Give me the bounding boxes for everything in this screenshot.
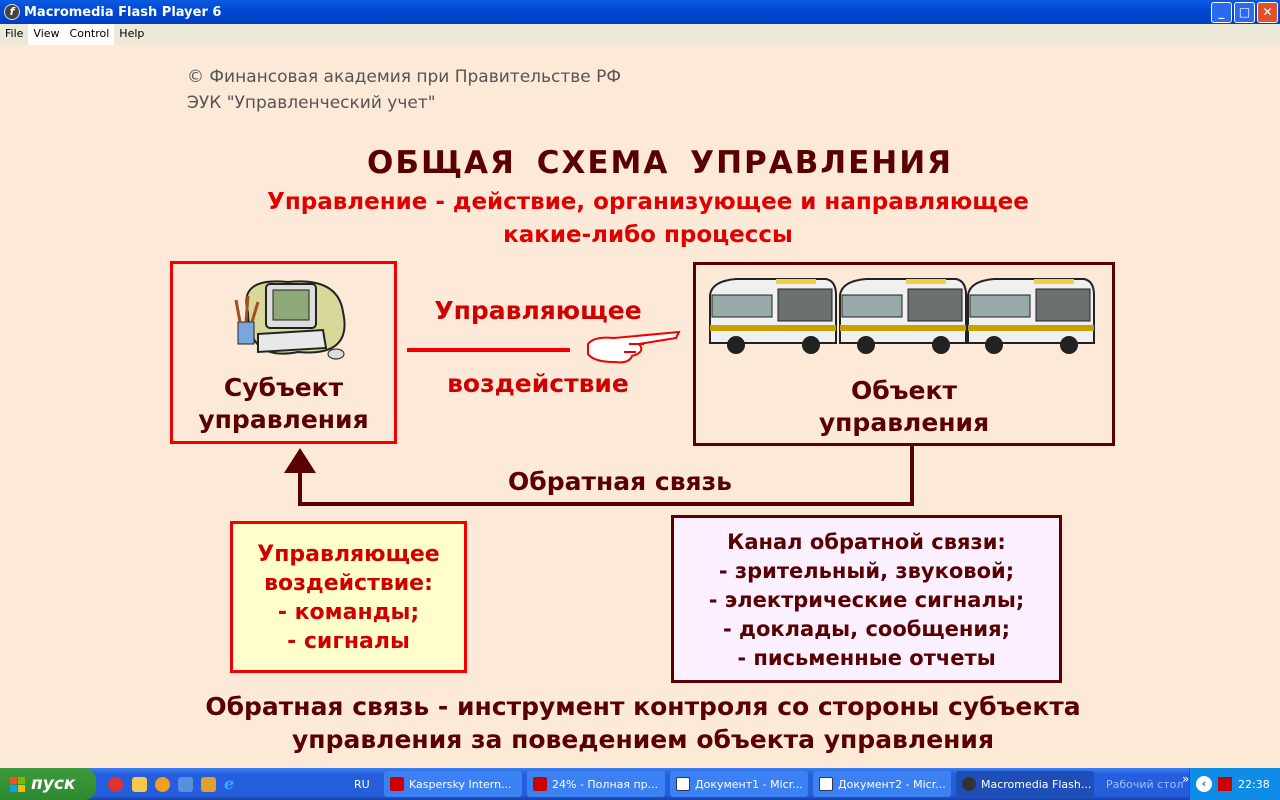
course-name: ЭУК "Управленческий учет" — [187, 93, 436, 113]
start-label: пуск — [31, 774, 76, 794]
flash-icon — [962, 777, 976, 791]
quicklaunch-browser-icon[interactable] — [108, 777, 123, 792]
pointing-hand-icon — [587, 330, 681, 364]
slide-title: ОБЩАЯ СХЕМА УПРАВЛЕНИЯ — [366, 145, 954, 181]
quicklaunch-tool-icon[interactable] — [201, 777, 216, 792]
quicklaunch-app-icon[interactable] — [178, 777, 193, 792]
menu-control[interactable]: Control — [64, 24, 115, 45]
kaspersky-tray-icon[interactable] — [1218, 777, 1232, 791]
definition-line-2: какие-либо процессы — [503, 222, 793, 248]
feedback-channel-box: Канал обратной связи: - зрительный, звук… — [671, 515, 1062, 683]
channel-box-line: - доклады, сообщения; — [723, 617, 1010, 641]
start-button[interactable]: пуск — [0, 768, 96, 800]
flash-app-icon: f — [4, 4, 20, 20]
taskbar: пуск e RU Kaspersky Intern... 24% - Полн… — [0, 768, 1280, 800]
control-box-line: - команды; — [277, 600, 420, 625]
maximize-button[interactable]: □ — [1234, 2, 1255, 23]
control-box-line: воздействие: — [264, 571, 433, 596]
computer-clipart-icon — [234, 280, 346, 360]
copyright-symbol: © — [187, 67, 204, 87]
channel-box-line: - электрические сигналы; — [708, 588, 1025, 612]
task-document2[interactable]: Документ2 - Micr... — [813, 771, 951, 797]
menu-file[interactable]: File — [5, 27, 24, 40]
control-arrow-line — [407, 348, 570, 352]
window-title: Macromedia Flash Player 6 — [24, 4, 222, 20]
minimize-button[interactable]: _ — [1211, 2, 1232, 23]
task-flash-player[interactable]: Macromedia Flash... — [956, 771, 1094, 797]
task-label: 24% - Полная пр... — [552, 777, 659, 791]
show-hidden-icons-button[interactable]: ‹ — [1196, 776, 1212, 792]
title-bar: f Macromedia Flash Player 6 _ □ ✕ — [0, 0, 1280, 24]
channel-box-line: - письменные отчеты — [737, 646, 996, 670]
system-tray: ‹ 22:38 — [1189, 768, 1280, 800]
toolbar-chevron[interactable]: » — [1182, 772, 1190, 786]
word-icon — [676, 777, 690, 791]
task-label: Macromedia Flash... — [981, 777, 1092, 791]
conclusion-line-1: Обратная связь - инструмент контроля со … — [205, 692, 1081, 721]
object-label-line-2: управления — [818, 408, 990, 437]
language-indicator[interactable]: RU — [354, 778, 370, 791]
quicklaunch-internet-explorer-icon[interactable]: e — [224, 774, 235, 793]
windows-logo-icon — [10, 776, 25, 792]
control-action-line-2: воздействие — [447, 369, 629, 398]
menu-view[interactable]: View — [28, 24, 65, 45]
conclusion: Обратная связь - инструмент контроля со … — [0, 690, 1280, 756]
object-box: Объект управления — [693, 262, 1115, 446]
conclusion-line-2: управления за поведением объекта управле… — [292, 725, 994, 754]
object-label-line-1: Объект — [851, 376, 957, 405]
object-label: Объект управления — [696, 375, 1112, 439]
copyright-line: © Финансовая академия при Правительстве … — [187, 67, 621, 87]
kaspersky-icon — [533, 777, 547, 791]
copyright-text: Финансовая академия при Правительстве РФ — [209, 67, 622, 87]
subject-box: Субъект управления — [170, 261, 397, 444]
control-box-line: - сигналы — [287, 629, 410, 654]
quicklaunch-media-player-icon[interactable] — [155, 777, 170, 792]
menu-bar: File View Control Help — [0, 24, 1280, 45]
control-action-line-1: Управляющее — [434, 296, 642, 325]
close-button[interactable]: ✕ — [1257, 2, 1278, 23]
flash-stage: © Финансовая академия при Правительстве … — [0, 45, 1280, 768]
buses-clipart-icon — [709, 278, 1095, 355]
subject-label: Субъект управления — [173, 372, 394, 436]
clock[interactable]: 22:38 — [1238, 777, 1270, 791]
task-label: Документ2 - Micr... — [838, 777, 946, 791]
definition-line-1: Управление - действие, организующее и на… — [267, 189, 1029, 215]
quicklaunch-folder-icon[interactable] — [132, 777, 147, 792]
task-document1[interactable]: Документ1 - Micr... — [670, 771, 808, 797]
subject-label-line-2: управления — [198, 405, 369, 434]
subject-label-line-1: Субъект — [223, 373, 344, 402]
channel-box-line: Канал обратной связи: — [727, 530, 1006, 554]
task-label: Kaspersky Intern... — [409, 777, 512, 791]
control-action-box: Управляющее воздействие: - команды; - си… — [230, 521, 467, 673]
task-kaspersky[interactable]: Kaspersky Intern... — [384, 771, 522, 797]
channel-box-line: - зрительный, звуковой; — [718, 559, 1015, 583]
menu-help[interactable]: Help — [119, 27, 145, 40]
task-kaspersky-scan[interactable]: 24% - Полная пр... — [527, 771, 665, 797]
feedback-label: Обратная связь — [508, 467, 732, 496]
control-box-line: Управляющее — [257, 542, 440, 567]
kaspersky-icon — [390, 777, 404, 791]
task-label: Документ1 - Micr... — [695, 777, 803, 791]
word-icon — [819, 777, 833, 791]
desktop-toolbar[interactable]: Рабочий стол — [1106, 778, 1184, 791]
